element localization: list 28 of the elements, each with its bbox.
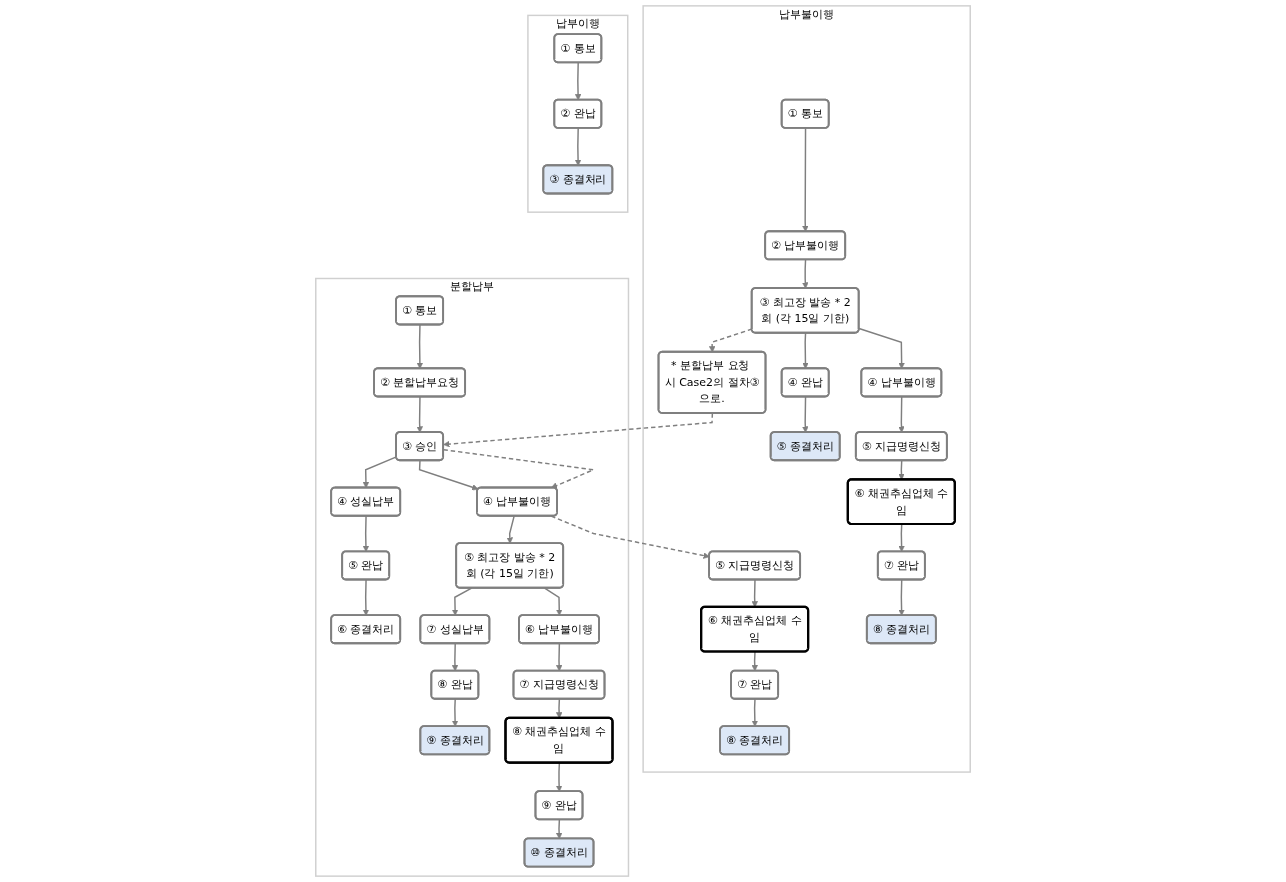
arrow bbox=[362, 515, 370, 552]
arrow bbox=[555, 762, 563, 792]
arrow bbox=[416, 324, 424, 369]
arrow bbox=[451, 698, 459, 727]
arrow bbox=[443, 412, 714, 448]
arrow bbox=[418, 459, 479, 491]
arrow bbox=[362, 456, 398, 489]
arrow bbox=[802, 396, 809, 433]
arrow bbox=[550, 515, 710, 559]
arrow bbox=[506, 515, 515, 544]
arrow bbox=[898, 396, 905, 433]
arrow bbox=[898, 459, 905, 480]
arrow bbox=[555, 642, 563, 672]
arrow bbox=[802, 332, 809, 369]
arrow bbox=[898, 579, 905, 616]
arrow bbox=[574, 61, 582, 101]
arrow bbox=[802, 127, 809, 232]
arrow bbox=[751, 698, 759, 727]
arrow bbox=[543, 587, 563, 616]
arrow bbox=[451, 642, 459, 672]
arrow bbox=[802, 259, 809, 289]
arrow bbox=[574, 127, 582, 166]
arrow bbox=[751, 651, 758, 672]
arrow bbox=[555, 818, 563, 840]
arrow bbox=[416, 396, 423, 433]
arrow bbox=[362, 579, 370, 616]
arrow bbox=[451, 587, 473, 616]
arrow bbox=[858, 327, 905, 369]
